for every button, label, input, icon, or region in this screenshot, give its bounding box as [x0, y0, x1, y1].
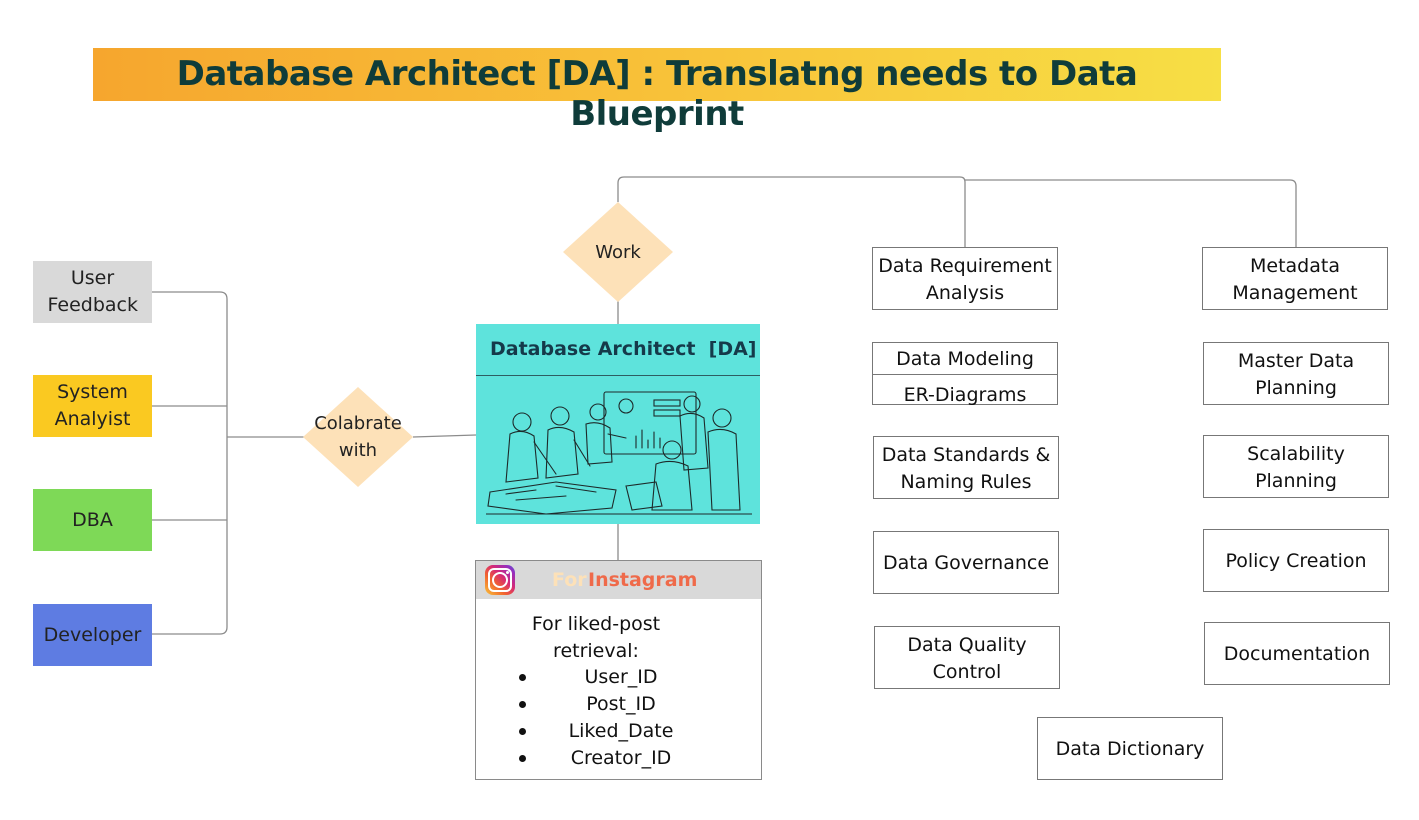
instagram-header: For Instagram — [476, 561, 761, 599]
example-intro: For liked-post retrieval: — [531, 613, 661, 662]
card-divider — [476, 375, 760, 376]
stakeholder-label: Developer — [43, 623, 142, 646]
task-metadata-management[interactable]: Metadata Management — [1202, 247, 1388, 310]
field-name: Liked_Date — [568, 720, 674, 742]
instagram-example-card: For Instagram For liked-post retrieval: … — [475, 560, 762, 780]
task-data-governance[interactable]: Data Governance — [873, 531, 1059, 594]
list-item: Creator_ID — [476, 745, 761, 772]
task-label: Documentation — [1223, 643, 1371, 665]
page-title: Database Architect [DA] : Translatng nee… — [176, 54, 1138, 134]
list-item: User_ID — [476, 664, 761, 691]
task-data-modeling[interactable]: Data Modeling ER-Diagrams — [872, 342, 1058, 406]
bullet — [519, 674, 526, 681]
architect-title: Database Architect [DA] — [490, 338, 757, 360]
task-label: Scalability Planning — [1247, 442, 1345, 492]
stakeholder-label: DBA — [72, 508, 113, 531]
stakeholder-system-analyist[interactable]: System Analyist — [33, 375, 152, 437]
field-name: Post_ID — [586, 693, 656, 715]
task-label: Metadata Management — [1232, 254, 1358, 304]
stakeholder-developer[interactable]: Developer — [33, 604, 152, 666]
task-master-data-planning[interactable]: Master Data Planning — [1203, 342, 1389, 405]
list-item: Liked_Date — [476, 718, 761, 745]
task-data-quality-control[interactable]: Data Quality Control — [874, 626, 1060, 689]
stakeholder-user-feedback[interactable]: User Feedback — [33, 261, 152, 323]
work-label: Work — [595, 241, 641, 263]
task-policy-creation[interactable]: Policy Creation — [1203, 529, 1389, 592]
task-divider — [873, 374, 1057, 375]
task-label: Master Data Planning — [1237, 349, 1355, 399]
collaborate-label: Colabrate with — [314, 413, 402, 461]
task-data-dictionary[interactable]: Data Dictionary — [1037, 717, 1223, 780]
title-banner: Database Architect [DA] : Translatng nee… — [93, 48, 1221, 134]
task-label: Data Dictionary — [1055, 738, 1205, 760]
collaborate-diamond: Colabrate with — [303, 387, 413, 487]
task-label: Data Governance — [882, 552, 1050, 574]
task-label: Data Quality Control — [907, 633, 1027, 683]
list-item: Post_ID — [476, 691, 761, 718]
task-data-requirement-analysis[interactable]: Data Requirement Analysis — [872, 247, 1058, 310]
task-label: Policy Creation — [1225, 550, 1367, 572]
task-data-standards[interactable]: Data Standards & Naming Rules — [873, 436, 1059, 499]
bullet — [519, 755, 526, 762]
stakeholder-dba[interactable]: DBA — [33, 489, 152, 551]
task-label: ER-Diagrams — [903, 383, 1027, 406]
bullet — [519, 701, 526, 708]
task-label: Data Modeling — [896, 347, 1034, 370]
task-label: Data Requirement Analysis — [878, 254, 1052, 304]
task-scalability-planning[interactable]: Scalability Planning — [1203, 435, 1389, 498]
field-name: Creator_ID — [570, 747, 672, 769]
field-name: User_ID — [584, 666, 658, 688]
team-meeting-illustration — [486, 391, 752, 515]
task-label: Data Standards & Naming Rules — [881, 443, 1051, 493]
stakeholder-label: User Feedback — [47, 267, 138, 316]
architect-card: Database Architect [DA] — [476, 324, 760, 524]
task-documentation[interactable]: Documentation — [1204, 622, 1390, 685]
instagram-icon — [485, 565, 515, 595]
bullet — [519, 728, 526, 735]
for-label: For — [552, 569, 587, 591]
platform-name: Instagram — [588, 569, 698, 591]
stakeholder-label: System Analyist — [54, 381, 131, 430]
work-diamond: Work — [563, 202, 673, 302]
